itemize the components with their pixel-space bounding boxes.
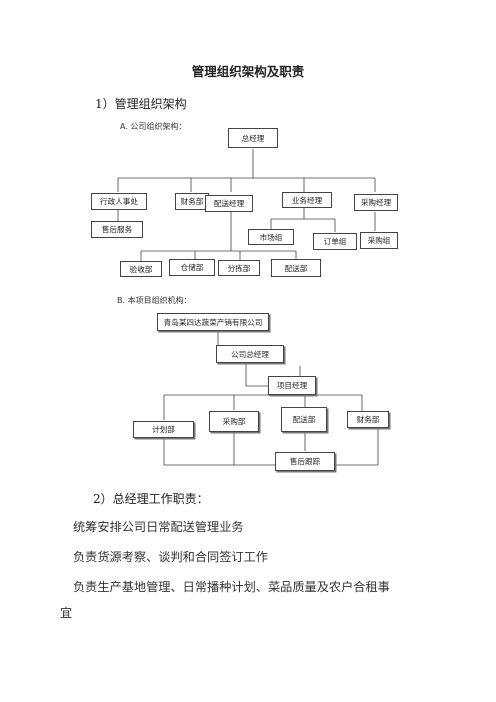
document-title: 管理组织架构及职责	[191, 64, 305, 79]
node-market-team: 市场组	[248, 229, 294, 245]
node-purchase-team: 采购组	[360, 232, 398, 249]
node-company-gm: 公司总经理	[216, 345, 284, 363]
duty-line: 负责生产基地管理、日常播种计划、菜品质量及农户合租事	[73, 580, 390, 594]
node-warehouse-dept: 仓储部	[169, 259, 215, 276]
duty-line-continuation: 宜	[60, 606, 73, 620]
node-delivery-dept-b: 配送部	[281, 407, 327, 432]
node-project-manager: 项目经理	[268, 376, 316, 395]
duty-line: 负责货源考察、谈判和合同签订工作	[73, 550, 268, 564]
node-admin-hr: 行政人事处	[91, 193, 147, 210]
section-2-heading: 2）总经理工作职责：	[93, 492, 209, 506]
node-finance-dept-b: 财务部	[347, 411, 389, 428]
node-business-manager: 业务经理	[282, 192, 332, 208]
node-order-team: 订单组	[313, 233, 357, 250]
node-after-sales-tracking: 售后跟踪	[275, 452, 335, 471]
node-sorting-dept: 分拣部	[218, 260, 260, 276]
node-after-sales-service: 售后服务	[91, 221, 143, 238]
node-delivery-dept: 配送部	[271, 259, 321, 277]
chart-b-caption: B. 本项目组织机构：	[117, 296, 192, 305]
chart-a-caption: A. 公司组织架构：	[120, 122, 187, 131]
node-general-manager: 总经理	[228, 128, 278, 148]
node-dispatch-manager: 配送经理	[205, 195, 253, 212]
node-finance-dept: 财务部	[175, 193, 209, 210]
section-1-heading: 1）管理组织架构	[95, 97, 187, 111]
node-purchase-manager: 采购经理	[354, 194, 398, 211]
node-inspection-dept: 验收部	[120, 261, 162, 277]
node-planning-dept: 计划部	[133, 421, 194, 438]
node-purchasing-dept: 采购部	[209, 411, 259, 432]
duty-line: 统筹安排公司日常配送管理业务	[73, 520, 244, 534]
node-company: 青岛某四达蔬菜产销有限公司	[157, 313, 269, 331]
